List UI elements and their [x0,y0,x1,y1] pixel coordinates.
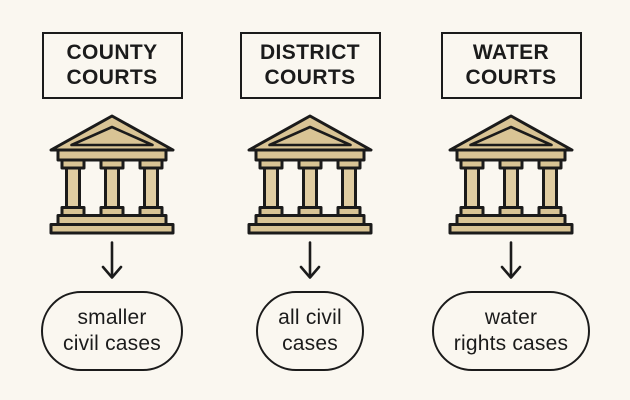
label-box-county-courts: COUNTY COURTS [41,32,183,99]
court-column-water: WATER COURTS [411,0,611,400]
case-type-pill-water: water rights cases [431,291,591,371]
court-column-county: COUNTY COURTS [12,0,212,400]
courthouse-icon [247,114,373,235]
down-arrow-icon [299,241,321,279]
case-type-pill-district: all civil cases [256,291,364,371]
down-arrow-icon [101,241,123,279]
courthouse-icon [49,114,175,235]
label-box-district-courts: DISTRICT COURTS [239,32,381,99]
label-box-water-courts: WATER COURTS [440,32,582,99]
case-type-pill-county: smaller civil cases [41,291,183,371]
down-arrow-icon [500,241,522,279]
courthouse-icon [448,114,574,235]
court-column-district: DISTRICT COURTS [210,0,410,400]
